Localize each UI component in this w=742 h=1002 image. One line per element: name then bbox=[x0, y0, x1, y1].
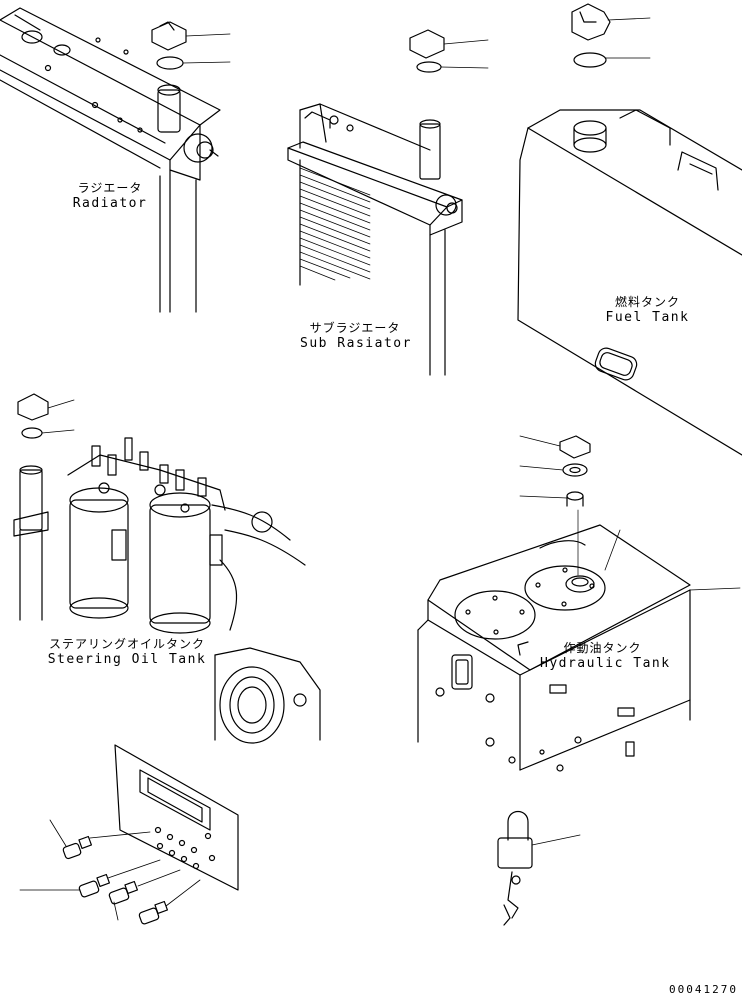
fuel-tank-label-en: Fuel Tank bbox=[605, 310, 690, 325]
radiator-illustration bbox=[0, 7, 231, 313]
sub-radiator-illustration bbox=[287, 29, 489, 376]
padlock-illustration bbox=[497, 810, 581, 926]
hydraulic-tank-label-jp: 作動油タンク bbox=[563, 641, 642, 655]
steering-oil-tank-label-jp: ステアリングオイルタンク bbox=[48, 637, 205, 651]
hydraulic-tank-label: 作動油タンク Hydraulic Tank bbox=[540, 640, 671, 672]
steering-oil-tank-label: ステアリングオイルタンク Steering Oil Tank bbox=[46, 636, 208, 668]
radiator-label-jp: ラジエータ bbox=[77, 181, 143, 195]
switch-panel-illustration bbox=[19, 744, 239, 925]
fuel-tank-illustration bbox=[517, 3, 742, 456]
sub-radiator-label-en: Sub Rasiator bbox=[300, 336, 412, 351]
steering-oil-tank-illustration bbox=[13, 393, 321, 744]
drawing-code: 00041270 bbox=[669, 983, 738, 996]
hydraulic-tank-illustration bbox=[417, 435, 741, 772]
fuel-tank-label-jp: 燃料タンク bbox=[614, 295, 680, 309]
radiator-label: ラジエータ Radiator bbox=[70, 180, 150, 212]
radiator-label-en: Radiator bbox=[72, 196, 148, 211]
sub-radiator-label-jp: サブラジエータ bbox=[309, 321, 401, 335]
steering-oil-tank-label-en: Steering Oil Tank bbox=[47, 652, 207, 667]
hydraulic-tank-label-en: Hydraulic Tank bbox=[540, 656, 671, 671]
sub-radiator-label: サブラジエータ Sub Rasiator bbox=[300, 320, 410, 352]
fuel-tank-label: 燃料タンク Fuel Tank bbox=[600, 294, 695, 326]
